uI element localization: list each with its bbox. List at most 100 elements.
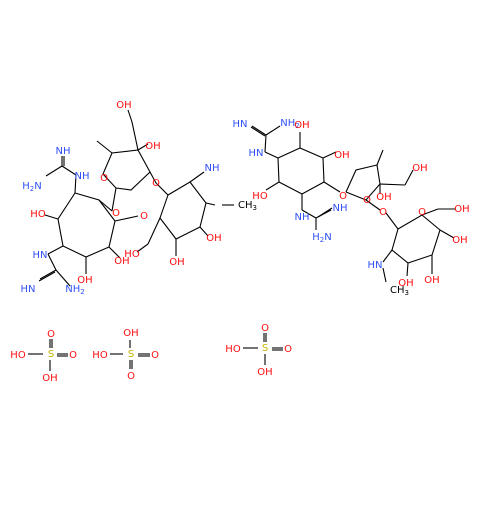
label-ho: HO bbox=[252, 191, 268, 202]
label-hn: HN bbox=[368, 260, 383, 271]
bond bbox=[421, 208, 439, 216]
label-s: S bbox=[128, 349, 134, 360]
bond bbox=[250, 126, 266, 137]
bond bbox=[322, 151, 337, 159]
bond-methyl bbox=[376, 149, 384, 166]
label-s: S bbox=[48, 349, 54, 360]
label-o: O bbox=[339, 191, 347, 202]
label-oh: OH bbox=[116, 100, 131, 111]
label-nh: NH bbox=[56, 146, 71, 157]
label-ho: HO bbox=[92, 350, 108, 361]
bond bbox=[189, 171, 205, 183]
bond bbox=[47, 253, 57, 271]
label-oh: OH bbox=[424, 275, 439, 286]
bond bbox=[199, 226, 209, 237]
label-o: O bbox=[284, 344, 292, 355]
bond bbox=[47, 245, 64, 255]
label-ho: HO bbox=[225, 344, 241, 355]
label-ho: HO bbox=[10, 350, 26, 361]
label-o: O bbox=[69, 350, 77, 361]
label-oh: OH bbox=[334, 150, 349, 161]
label-s: S bbox=[262, 343, 268, 354]
sulfuric-acid-3: HO S O O OH bbox=[225, 323, 292, 378]
labels-left: NH NH H2N HO HN HN NH2 OH OH O O OH OH O… bbox=[21, 100, 257, 296]
bond bbox=[265, 181, 280, 191]
label-ho: HO bbox=[30, 209, 46, 220]
label-nh: NH bbox=[75, 171, 90, 182]
label-o: O bbox=[418, 207, 426, 218]
bond bbox=[45, 165, 63, 177]
label-oh: OH bbox=[114, 256, 129, 267]
label-o: O bbox=[47, 329, 55, 340]
sulfuric-acid-1: HO S O O OH bbox=[10, 329, 77, 384]
bond bbox=[205, 202, 216, 206]
bond bbox=[114, 215, 139, 222]
label-hn: HN bbox=[249, 148, 264, 159]
bond bbox=[108, 246, 121, 259]
label-oh: OH bbox=[452, 235, 467, 246]
label-oh: OH bbox=[42, 373, 57, 384]
label-oh: OH bbox=[376, 192, 391, 203]
bond bbox=[317, 207, 333, 218]
label-nh: NH bbox=[333, 203, 348, 214]
label-oh: OH bbox=[398, 278, 413, 289]
label-o: O bbox=[127, 371, 135, 382]
bond bbox=[264, 151, 279, 159]
bond bbox=[382, 249, 393, 263]
sulfuric-acid-2: HO S OH O O bbox=[92, 328, 159, 382]
bond bbox=[264, 134, 267, 153]
bond bbox=[265, 125, 281, 136]
bond bbox=[137, 143, 149, 151]
bond bbox=[98, 199, 113, 212]
bond bbox=[127, 109, 133, 123]
bond bbox=[39, 269, 57, 280]
label-hn: HN bbox=[33, 250, 48, 261]
label-o: O bbox=[379, 207, 387, 218]
bond-methyl bbox=[96, 140, 113, 154]
label-o: O bbox=[261, 323, 269, 334]
streptidine-ring-left bbox=[57, 192, 116, 258]
label-hn: HN bbox=[21, 284, 36, 295]
label-ho: HO bbox=[124, 249, 140, 260]
label-hn: HN bbox=[233, 119, 248, 130]
label-oh: OH bbox=[77, 275, 92, 286]
labels-right: HN NH2 HN OH OH HO O O NH NH H2N OH OH O… bbox=[233, 118, 470, 297]
streptose-ring-left bbox=[102, 149, 151, 212]
bond bbox=[147, 217, 161, 245]
bond bbox=[136, 243, 149, 253]
label-o: O bbox=[152, 178, 160, 189]
label-ch3: CH3 bbox=[238, 200, 257, 212]
label-oh: OH bbox=[145, 141, 160, 152]
bond bbox=[301, 209, 317, 219]
label-oh: OH bbox=[257, 367, 272, 378]
bond bbox=[61, 165, 77, 176]
label-h2n: H2N bbox=[312, 232, 331, 244]
glucosamine-ring-right bbox=[385, 212, 441, 264]
streptomycin-right bbox=[250, 125, 455, 283]
label-o: O bbox=[151, 350, 159, 361]
label-h2n: H2N bbox=[22, 181, 41, 193]
label-ch3: CH3 bbox=[390, 285, 409, 297]
bond bbox=[382, 267, 387, 283]
label-o: O bbox=[363, 195, 371, 206]
bond bbox=[38, 271, 56, 282]
label-oh: OH bbox=[294, 120, 309, 131]
bond bbox=[149, 171, 157, 184]
bond bbox=[55, 269, 71, 287]
bond bbox=[323, 181, 341, 193]
label-nh: NH bbox=[295, 212, 310, 223]
streptomycin-left bbox=[38, 109, 234, 287]
bond bbox=[44, 214, 59, 220]
label-nh: NH bbox=[205, 163, 220, 174]
label-o: O bbox=[140, 211, 148, 222]
label-oh: OH bbox=[454, 204, 469, 215]
bond bbox=[379, 183, 406, 186]
bond bbox=[406, 262, 409, 277]
bond bbox=[74, 174, 77, 194]
label-o: O bbox=[112, 208, 120, 219]
streptose-ring-right bbox=[345, 164, 381, 201]
label-o: O bbox=[100, 173, 108, 184]
label-nh2: NH2 bbox=[65, 284, 84, 296]
